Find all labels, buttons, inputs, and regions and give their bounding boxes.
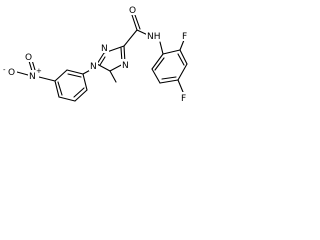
bond-nar3-nitro-n [38,76,56,82]
bond-ar-f-para [177,79,184,93]
bond-nar6-nar1 [82,73,88,91]
bond-nar2-nar3 [54,69,68,82]
bond-ar4-ar5-double [161,76,177,80]
atom-nitro-n-charge: + [36,67,42,75]
bond-ar4-ar5 [159,79,179,84]
bond-ar2-ar3 [179,49,188,65]
bond-carbonyl-o-double [134,14,141,30]
bond-c5-n1 [96,63,111,72]
bond-nar3-nar4-double [57,81,63,96]
structure-canvas: O NH N N N F F N + O O - [0,0,197,113]
bond-nar4-nar5 [58,96,76,102]
bond-nitro-n-o-left [16,71,29,76]
atom-fluoro-para: F [181,94,186,104]
atom-nitro-o-left: O [8,68,15,78]
atom-nitro-n: N [29,72,36,82]
bond-ar6-ar1-double [154,57,165,71]
bond-nar5-nar6-double [73,87,85,98]
bond-nar1-nar2 [66,69,84,75]
bond-nar5-nar6 [74,89,88,102]
bond-ar3-ar4 [177,63,188,81]
bond-n1-n2-double [99,56,106,66]
atom-labels: O NH N N N F F N + O O - [3,4,190,104]
bond-ar-f-ortho [179,39,185,51]
atom-amide-nh: NH [147,32,161,42]
bond-n1-n2 [96,52,105,65]
atom-ring-n1: N [90,62,97,72]
bond-nar1-nar2-double [67,73,82,78]
bond-nitro-n-o-top [28,60,33,72]
bond-ar1-ar2 [162,49,181,55]
bond-c5-methyl [109,70,117,83]
atom-ring-n2: N [101,44,108,54]
bond-ar2-ar3-double [177,53,185,66]
bonds [16,14,188,102]
molecule-structure: O NH N N N F F N + O O - [3,4,190,104]
bond-ar6-ar1 [151,53,164,70]
bond-ar5-ar6 [151,68,161,84]
atom-carbonyl-o: O [129,6,136,16]
atom-fluoro-ortho: F [182,32,187,42]
bond-nh-ar [159,41,164,55]
bond-carbonyl-o [131,14,138,31]
bond-nar3-nar4 [54,80,60,98]
atom-nitro-o-top: O [25,53,32,63]
atom-nitro-o-left-charge: - [3,66,6,74]
bond-c3-carbonyl [123,29,138,47]
atom-ring-n4: N [122,61,129,71]
